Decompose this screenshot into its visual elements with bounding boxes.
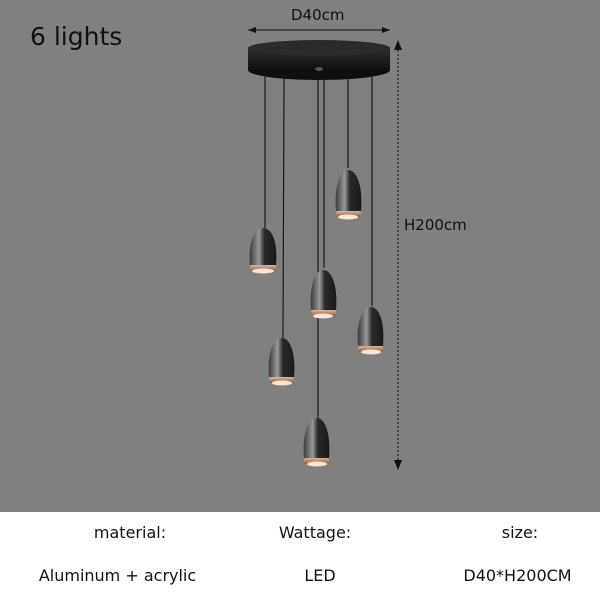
material-value: Aluminum + acrylic bbox=[38, 566, 197, 585]
ceiling-canopy bbox=[248, 40, 390, 80]
product-image: 6 lights D40cm H200cm bbox=[0, 0, 600, 512]
suspension-cables bbox=[264, 75, 373, 418]
pendant-shade-5 bbox=[268, 338, 295, 386]
spec-table: material: Wattage: size: Aluminum + acry… bbox=[0, 512, 600, 600]
width-dimension-label: D40cm bbox=[291, 6, 345, 24]
product-variant-title: 6 lights bbox=[30, 22, 123, 51]
pendant-shade-2 bbox=[335, 170, 362, 220]
size-value: D40*H200CM bbox=[463, 566, 572, 585]
pendant-shade-3 bbox=[310, 270, 337, 319]
pendant-shade-4 bbox=[357, 307, 384, 355]
pendant-shade-1 bbox=[249, 228, 277, 274]
pendant-shade-6 bbox=[303, 418, 330, 467]
size-label: size: bbox=[501, 523, 539, 542]
height-dimension-label: H200cm bbox=[404, 216, 467, 234]
wattage-value: LED bbox=[304, 566, 336, 585]
pendant-lamp-illustration bbox=[248, 27, 402, 470]
height-dimension-arrow bbox=[394, 40, 402, 470]
wattage-label: Wattage: bbox=[278, 523, 352, 542]
material-label: material: bbox=[93, 523, 167, 542]
width-dimension-arrow bbox=[248, 27, 390, 33]
